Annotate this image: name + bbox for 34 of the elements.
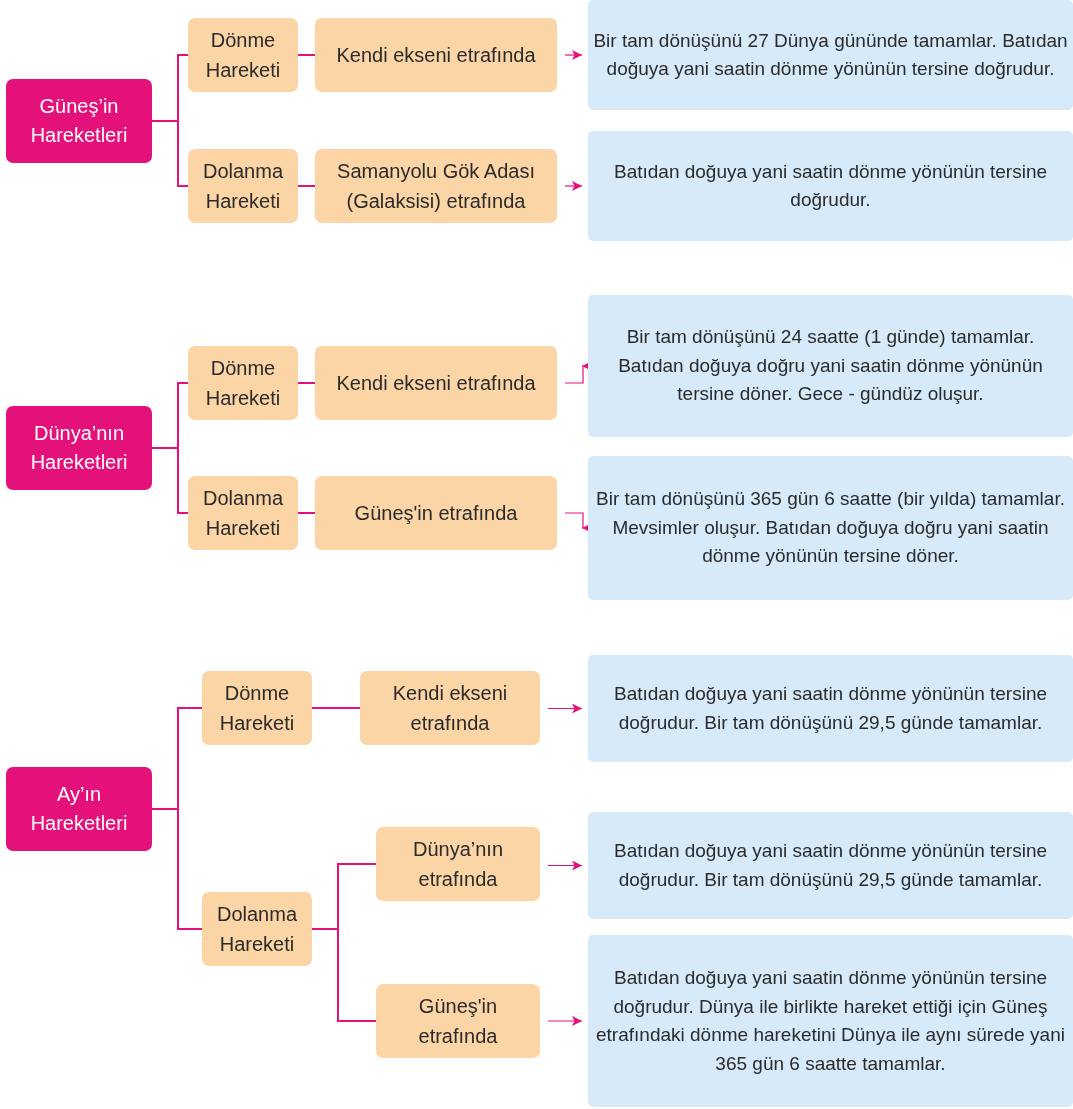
- category-box: Kendi ekseni etrafında: [360, 671, 540, 745]
- connector-line: [297, 382, 316, 384]
- description-box: Batıdan doğuya yani saatin dönme yönünün tersine doğrudur. Bir tam dönüşünü 29,5 günde tamamlar.: [588, 812, 1073, 919]
- description-box: Batıdan doğuya yani saatin dönme yönünün tersine doğrudur. Dünya ile birlikte hareket ettiği için Güneş etrafındaki dönme hareketini Dünya ile aynı sürede yani 365 gün 6 saatte tamamlar.: [588, 935, 1073, 1107]
- arrow: [564, 181, 583, 191]
- connector-line: [311, 928, 377, 1022]
- category-box: Dönme Hareketi: [188, 346, 298, 420]
- connector-line: [311, 707, 361, 709]
- description-box: Batıdan doğuya yani saatin dönme yönünün tersine doğrudur. Bir tam dönüşünü 29,5 günde tamamlar.: [588, 655, 1073, 762]
- description-box: Batıdan doğuya yani saatin dönme yönünün tersine doğrudur.: [588, 131, 1073, 241]
- arrow: [547, 703, 583, 714]
- category-box: Dünya’nın etrafında: [376, 827, 540, 901]
- category-box: Güneş'in etrafında: [376, 984, 540, 1058]
- category-box: Kendi ekseni etrafında: [315, 346, 557, 420]
- arrow: [564, 50, 583, 60]
- arrow: [547, 860, 583, 871]
- connector-line: [297, 512, 316, 514]
- category-box: Dolanma Hareketi: [188, 476, 298, 550]
- category-box: Güneş'in etrafında: [315, 476, 557, 550]
- connector-line: [297, 54, 316, 56]
- description-box: Bir tam dönüşünü 27 Dünya gününde tamamlar. Batıdan doğuya yani saatin dönme yönünün tersine doğrudur.: [588, 0, 1073, 110]
- description-box: Bir tam dönüşünü 24 saatte (1 günde) tamamlar. Batıdan doğuya doğru yani saatin dönme yönünün tersine döner. Gece - gündüz oluşur.: [588, 295, 1073, 437]
- category-box: Dönme Hareketi: [188, 18, 298, 92]
- topic-box: Güneş’in Hareketleri: [6, 79, 152, 163]
- arrow: [547, 1016, 583, 1026]
- topic-box: Ay’ın Hareketleri: [6, 767, 152, 851]
- category-box: Dolanma Hareketi: [188, 149, 298, 223]
- category-box: Dönme Hareketi: [202, 671, 312, 745]
- category-box: Samanyolu Gök Adası (Galaksisi) etrafında: [315, 149, 557, 223]
- connector-line: [297, 185, 316, 187]
- category-box: Kendi ekseni etrafında: [315, 18, 557, 92]
- category-box: Dolanma Hareketi: [202, 892, 312, 966]
- topic-box: Dünya’nın Hareketleri: [6, 406, 152, 490]
- description-box: Bir tam dönüşünü 365 gün 6 saatte (bir yılda) tamamlar. Mevsimler oluşur. Batıdan doğuya doğru yani saatin dönme yönünün tersine döner.: [588, 456, 1073, 600]
